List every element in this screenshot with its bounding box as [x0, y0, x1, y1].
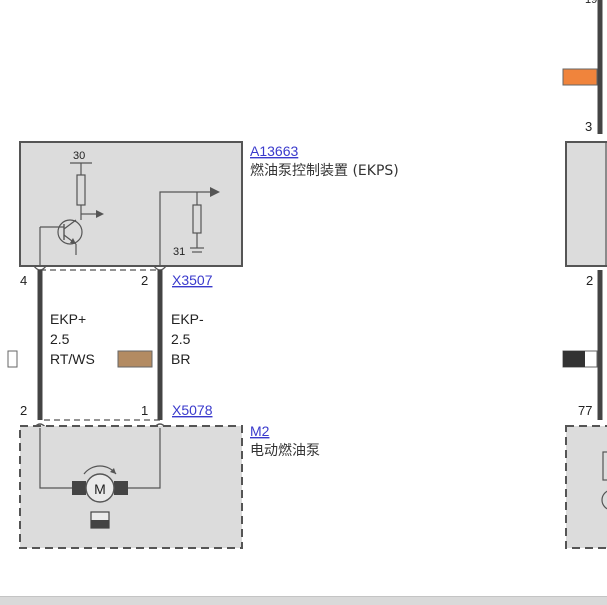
transistor-icon	[40, 219, 83, 245]
wire-internal	[128, 428, 161, 489]
wire-ekp-plus-gauge: 2.5	[50, 331, 70, 347]
motor-icon: M	[72, 465, 128, 503]
wire-internal	[39, 428, 72, 489]
page-top-fragment: 19	[585, 0, 597, 6]
wire-ekp-plus-color: RT/WS	[50, 351, 95, 367]
wire-color-swatch-bk-ws	[562, 350, 598, 368]
wire-color-swatch-orange	[562, 68, 598, 86]
module-a13663[interactable]: 30 31	[19, 141, 243, 267]
right-fragment: 3 2 77	[562, 0, 607, 549]
connector-x5078-link[interactable]: X5078	[172, 402, 213, 418]
pump-body-icon	[90, 511, 110, 529]
x5078-pin-1: 1	[141, 403, 148, 418]
wire-ekp-minus-color: BR	[171, 351, 190, 367]
terminal-30-label: 30	[73, 150, 85, 162]
wire-internal	[159, 191, 210, 266]
connector-x3507-link[interactable]: X3507	[172, 272, 213, 288]
arrow-right-icon	[96, 210, 104, 218]
right-component-box	[565, 425, 607, 549]
component-m2-link[interactable]: M2	[250, 423, 270, 439]
right-pin-3: 3	[585, 119, 592, 134]
x3507-pin-4: 4	[20, 273, 27, 288]
x5078-pin-2: 2	[20, 403, 27, 418]
wire-ekp-minus-gauge: 2.5	[171, 331, 191, 347]
wire-ekp-plus-name: EKP+	[50, 311, 86, 327]
module-a13663-desc: 燃油泵控制装置 (EKPS)	[250, 162, 399, 179]
terminal-31-label: 31	[173, 246, 185, 258]
arrow-right-icon	[210, 187, 220, 197]
right-pin-2: 2	[586, 273, 593, 288]
component-m2-desc: 电动燃油泵	[250, 442, 320, 459]
left-swatch-fragment	[7, 350, 18, 368]
bottom-scrollbar-track[interactable]	[0, 596, 607, 605]
wire-color-swatch-br	[117, 350, 153, 368]
right-module-box	[565, 141, 607, 267]
wire-ekp-minus-name: EKP-	[171, 311, 204, 327]
module-a13663-box	[19, 141, 243, 267]
right-pin-77: 77	[578, 403, 592, 418]
motor-symbol: M	[94, 481, 106, 497]
component-m2[interactable]: M	[19, 425, 243, 549]
ground-icon	[190, 247, 204, 253]
module-a13663-link[interactable]: A13663	[250, 143, 298, 159]
x3507-pin-2: 2	[141, 273, 148, 288]
component-m2-box	[19, 425, 243, 549]
